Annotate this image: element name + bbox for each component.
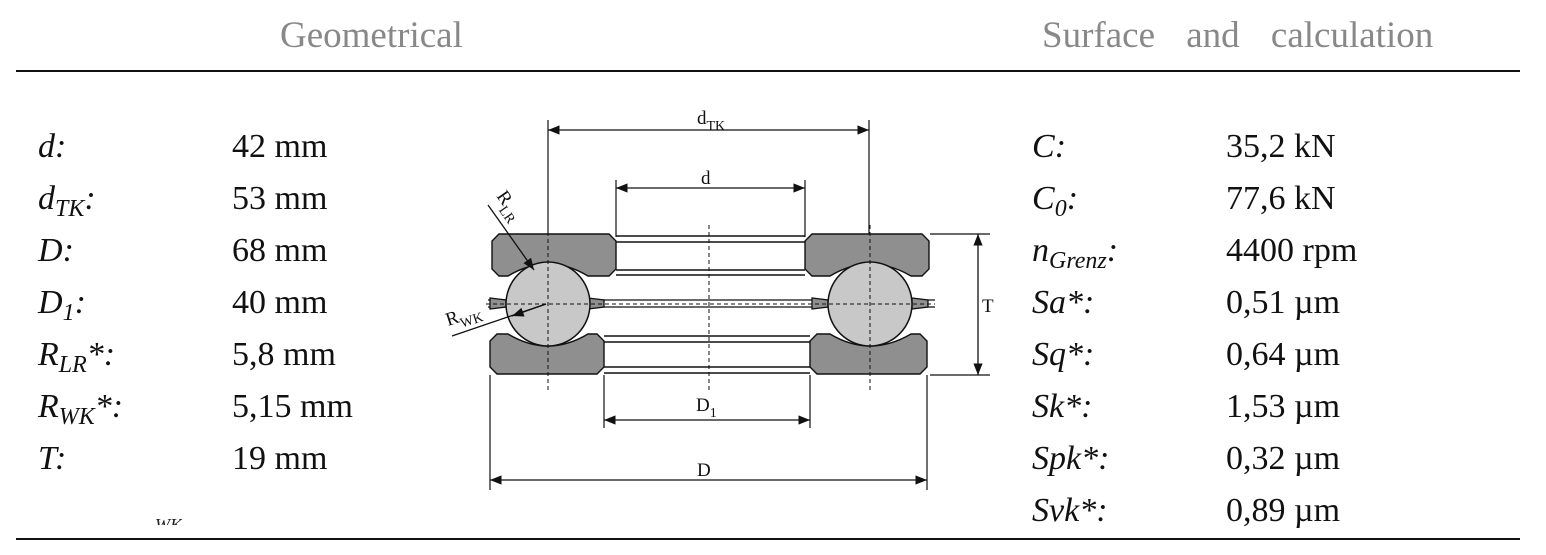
surface-value: 35,2 kN: [1226, 128, 1336, 165]
surface-label: C0:: [1032, 180, 1079, 222]
geometrical-header: Geometrical: [280, 15, 463, 56]
surface-label: nGrenz:: [1032, 232, 1119, 274]
geometry-value: 42 mm: [232, 128, 328, 165]
geometry-label: dTK:: [38, 180, 96, 222]
lower-washer: [489, 333, 928, 375]
leader-rlr: [487, 204, 535, 271]
surface-label: Spk*:: [1032, 440, 1110, 477]
surface-value: 0,89 µm: [1226, 492, 1341, 529]
center-lines: [486, 225, 935, 390]
geometry-value: 40 mm: [232, 284, 328, 321]
thrust-bearing-diagram: dTK d T D1 D RLR RWK: [443, 108, 994, 490]
geometry-value: 19 mm: [232, 440, 328, 477]
label-t: T: [982, 296, 994, 317]
geometry-label: T:: [38, 440, 67, 477]
label-d: d: [701, 168, 711, 189]
surface-value: 0,51 µm: [1226, 284, 1341, 321]
leader-rwk-arrow: [511, 303, 547, 317]
surface-value: 4400 rpm: [1226, 232, 1358, 269]
label-dtk: dTK: [697, 108, 725, 134]
geometry-label: D1:: [38, 284, 86, 326]
geometry-label: RWK*:: [38, 388, 124, 430]
surface-label: C:: [1032, 128, 1067, 165]
geometry-label: D:: [38, 232, 74, 269]
geometry-value: 68 mm: [232, 232, 328, 269]
clipped-fragment: WK: [155, 515, 182, 525]
surface-label: Sa*:: [1032, 284, 1095, 321]
label-d1: D1: [696, 395, 717, 421]
surface-value: 1,53 µm: [1226, 388, 1341, 425]
surface-label: Svk*:: [1032, 492, 1108, 529]
surface-label: Sq*:: [1032, 336, 1095, 373]
label-rlr: RLR: [488, 187, 527, 228]
surface-value: 77,6 kN: [1226, 180, 1336, 217]
geometry-label: d:: [38, 128, 67, 165]
geometry-label: RLR*:: [38, 336, 116, 378]
label-rwk: RWK: [443, 300, 485, 336]
top-rule: [16, 70, 1520, 72]
surface-value: 0,32 µm: [1226, 440, 1341, 477]
label-big-d: D: [697, 460, 711, 481]
bottom-rule: [16, 538, 1520, 540]
geometry-value: 53 mm: [232, 180, 328, 217]
surface-label: Sk*:: [1032, 388, 1093, 425]
geometry-value: 5,15 mm: [232, 388, 353, 425]
surface-calculation-header: Surface and calculation: [1042, 15, 1434, 56]
geometry-value: 5,8 mm: [232, 336, 336, 373]
upper-washer: [491, 233, 930, 277]
surface-value: 0,64 µm: [1226, 336, 1341, 373]
